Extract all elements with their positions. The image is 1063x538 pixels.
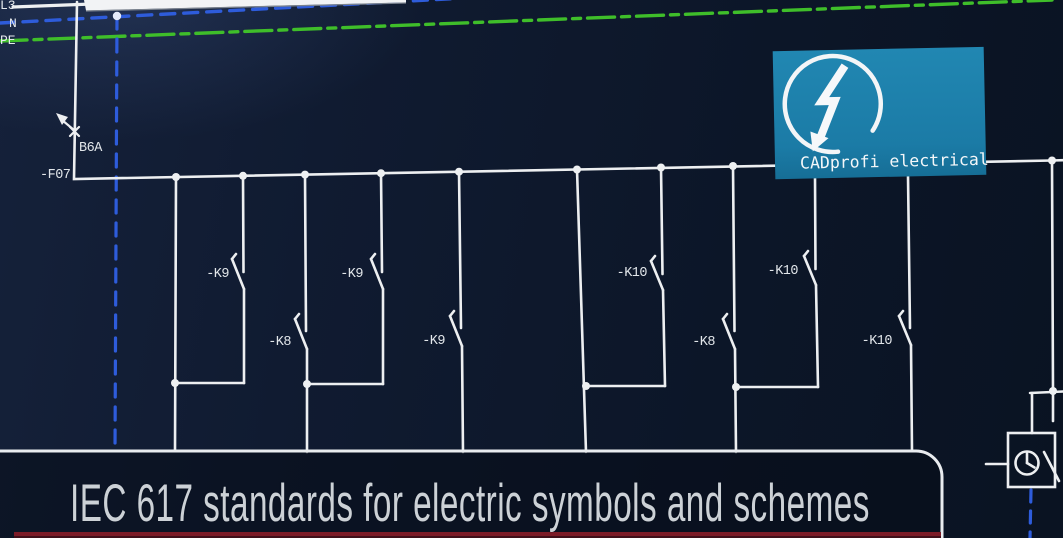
breaker-ref-label: -F07 [40, 168, 71, 183]
contact-k10-upper-1 [649, 166, 667, 388]
contact-label: -K10 [617, 266, 648, 281]
caption-red-bar [14, 532, 941, 536]
contact-k8-lower-2 [721, 164, 738, 454]
contact-label: -K9 [340, 267, 363, 282]
timer-drop-line [1028, 488, 1033, 538]
neutral-junction-dot [112, 11, 122, 21]
neutral-drop-line [113, 14, 119, 452]
rail-label-pe: PE [0, 33, 16, 48]
contact-label: -K10 [862, 334, 893, 349]
contact-label: -K8 [692, 335, 715, 350]
caption-title: IEC 617 standards for electric symbols a… [70, 474, 870, 533]
contact-k10-upper-2 [802, 174, 820, 389]
contact-k9-upper-2 [369, 171, 385, 386]
contact-k10-lower [897, 174, 914, 453]
contact-label: -K10 [768, 264, 799, 279]
breaker-rating-label: B6A [79, 141, 103, 156]
caption-banner [0, 449, 944, 538]
timer-relay-section [984, 159, 1063, 538]
lightning-bolt-icon [810, 63, 849, 152]
circuit-breaker-f07 [56, 0, 1063, 181]
contact-k9-upper-1 [230, 174, 246, 385]
contact-branches [173, 164, 914, 454]
rail-pe-line [0, 0, 1054, 43]
timer-box [1006, 431, 1057, 489]
contact-label: -K8 [268, 335, 291, 350]
contact-k9-lower [448, 170, 465, 454]
timer-contact-blade [1042, 450, 1061, 483]
bus-line [72, 0, 1063, 181]
contact-label: -K9 [206, 267, 229, 282]
logo-circle [782, 53, 884, 155]
window-edge-fragment [84, 0, 407, 12]
contact-k8-lower-1 [293, 173, 309, 454]
rail-label-n: N [9, 16, 17, 31]
clock-icon [1014, 450, 1040, 476]
rail-l3-line [11, 2, 94, 9]
timer-junction-dot [1049, 387, 1057, 395]
cadprofi-logo: CADprofi electrical [772, 46, 989, 180]
contact-label: -K9 [422, 334, 445, 349]
breaker-symbol-icon [56, 113, 81, 138]
rail-label-l3: L3 [0, 0, 16, 13]
logo-title: CADprofi electrical [800, 150, 989, 173]
branch-junction-dots [171, 379, 740, 391]
